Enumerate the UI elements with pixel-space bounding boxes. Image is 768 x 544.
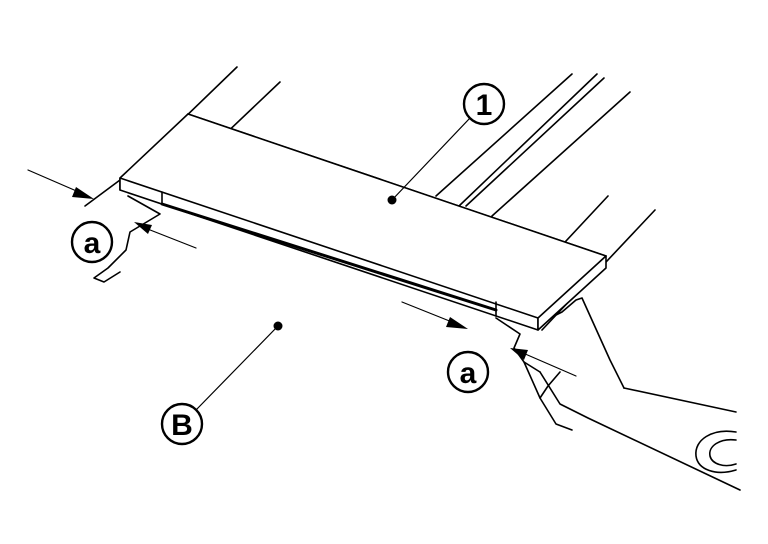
callout-part-b: B: [160, 402, 204, 446]
dimension-a-right: [401, 301, 577, 377]
right-bracket: [495, 297, 741, 491]
bracket-hole: [695, 430, 737, 474]
callout-clearance-right-label: a: [460, 357, 477, 390]
left-bracket: [93, 195, 161, 283]
callout-clearance-left-label: a: [84, 227, 101, 260]
callout-part-b-label: B: [171, 409, 193, 442]
callout-clearance-right: a: [446, 350, 490, 394]
callout-part-1: 1: [462, 82, 506, 126]
plate-part-1: [119, 113, 607, 331]
leader-part-1: [387, 117, 471, 205]
leader-part-b: [195, 321, 283, 411]
dimension-a-left: [27, 169, 197, 249]
callout-clearance-left: a: [70, 220, 114, 264]
callout-part-1-label: 1: [476, 89, 493, 122]
